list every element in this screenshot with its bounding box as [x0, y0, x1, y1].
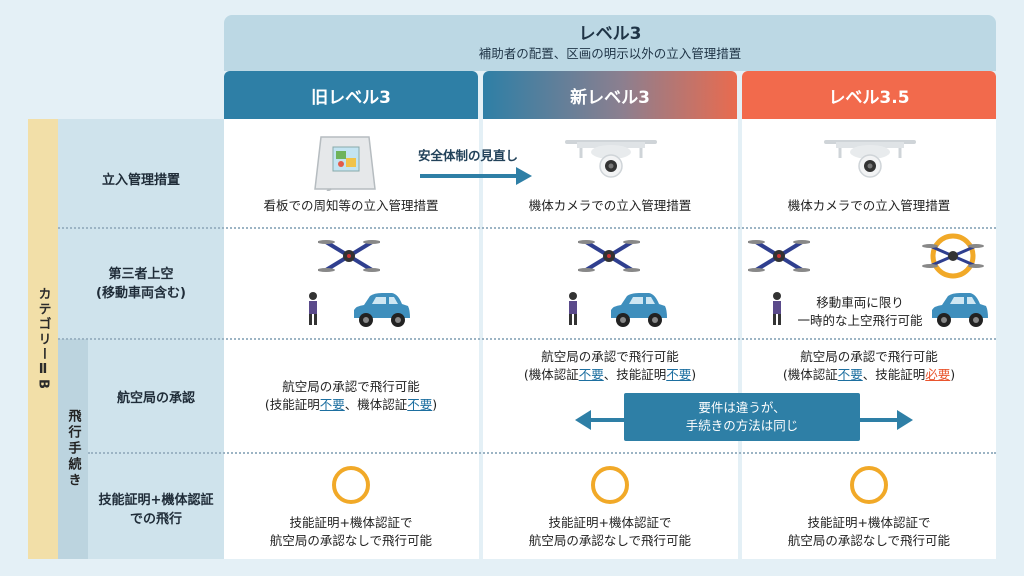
row-divider	[58, 338, 996, 340]
quadcopter-icon	[748, 240, 810, 272]
text-part: )	[950, 367, 956, 382]
text-part: 、機体認証	[344, 397, 408, 412]
cell-old-entry-control: 看板での周知等の立入管理措置	[263, 198, 439, 213]
header-subtitle: 補助者の配置、区画の明示以外の立入管理措置	[478, 46, 742, 61]
text-part: (機体認証	[782, 367, 838, 382]
cell-text-line: 航空局の承認で飛行可能	[541, 349, 679, 364]
text-part: )	[432, 397, 438, 412]
cell-text-line: (機体認証不要、技能証明不要)	[524, 366, 696, 384]
cell-text-line: 航空局の承認で飛行可能	[800, 349, 938, 364]
text-part: (技能証明	[264, 397, 320, 412]
row-label-third-party: 第三者上空 (移動車両含む)	[58, 262, 224, 306]
cell-old-approval: 航空局の承認で飛行可能 (技能証明不要、機体認証不要)	[224, 376, 478, 416]
not-required-text: 不要	[407, 397, 433, 412]
car-icon	[354, 293, 410, 327]
required-text: 必要	[925, 367, 951, 382]
procedure-band: 飛行手続き	[58, 339, 88, 559]
circle-mark-icon	[591, 466, 629, 504]
cell-new-entry-control: 機体カメラでの立入管理措置	[528, 198, 692, 213]
row-label-text: での飛行	[129, 512, 182, 527]
level3-header: レベル3 補助者の配置、区画の明示以外の立入管理措置	[224, 15, 996, 71]
cell-old-certified: 技能証明+機体認証で 航空局の承認なしで飛行可能	[224, 512, 478, 552]
column-old-level3: 旧レベル3	[224, 71, 478, 119]
row-label-text: 航空局の承認	[116, 390, 195, 406]
row-label-background	[58, 119, 224, 339]
text-part: 、技能証明	[603, 367, 667, 382]
text-part: )	[691, 367, 697, 382]
cell-text-line: 航空局の承認なしで飛行可能	[787, 533, 951, 548]
cell-text-line: 一時的な上空飛行可能	[797, 313, 923, 328]
person-icon	[309, 292, 317, 325]
cell-35-approval: 航空局の承認で飛行可能 (機体認証不要、技能証明必要)	[742, 346, 996, 386]
cell-text-line: (機体認証不要、技能証明必要)	[783, 366, 955, 384]
car-icon	[611, 293, 667, 327]
text-part: 、技能証明	[862, 367, 926, 382]
cell-new-certified: 技能証明+機体認証で 航空局の承認なしで飛行可能	[483, 512, 737, 552]
row-label-text: (移動車両含む)	[96, 286, 186, 301]
procedure-label: 飛行手続き	[65, 409, 81, 489]
camera-drone-icon	[824, 140, 916, 178]
cell-text-line: 技能証明+機体認証で	[289, 515, 413, 530]
text-part: (機体認証	[523, 367, 579, 382]
quadcopter-icon	[318, 240, 380, 272]
category-band: カテゴリーⅡB	[28, 119, 58, 559]
note-box: 要件は違うが、 手続きの方法は同じ	[624, 393, 860, 441]
row-label-text: 技能証明+機体認証	[98, 493, 214, 508]
cell-text-line: 航空局の承認で飛行可能	[282, 379, 420, 394]
review-label: 安全体制の見直し	[418, 148, 519, 163]
cell-text-line: 航空局の承認なしで飛行可能	[269, 533, 433, 548]
quadcopter-icon	[578, 240, 640, 272]
car-icon	[932, 293, 988, 327]
row-label-text: 第三者上空	[108, 267, 174, 282]
cell-35-entry-control: 機体カメラでの立入管理措置	[787, 198, 951, 213]
cell-text-line: 航空局の承認なしで飛行可能	[528, 533, 692, 548]
not-required-text: 不要	[578, 367, 604, 382]
row-label-text: 立入管理措置	[101, 172, 180, 188]
cell-text-line: (技能証明不要、機体認証不要)	[265, 396, 437, 414]
column-new-level3: 新レベル3	[483, 71, 737, 119]
not-required-text: 不要	[319, 397, 345, 412]
drone-with-ring-icon	[922, 233, 984, 279]
cell-text-line: 移動車両に限り	[816, 295, 904, 310]
arrow-right-icon	[420, 167, 532, 185]
not-required-text: 不要	[666, 367, 692, 382]
row-label-background-2	[88, 339, 224, 559]
person-icon	[569, 292, 577, 325]
row-divider	[88, 452, 996, 454]
cell-text-line: 技能証明+機体認証で	[548, 515, 672, 530]
note-text: 要件は違うが、	[698, 400, 786, 415]
circle-mark-icon	[850, 466, 888, 504]
signboard-icon	[314, 136, 376, 191]
row-label-certified-flight: 技能証明+機体認証 での飛行	[88, 488, 224, 532]
category-label: カテゴリーⅡB	[35, 287, 51, 391]
person-icon	[773, 292, 781, 325]
cell-new-approval: 航空局の承認で飛行可能 (機体認証不要、技能証明不要)	[483, 346, 737, 386]
cell-35-moving-vehicle: 移動車両に限り 一時的な上空飛行可能	[790, 293, 930, 331]
row-divider	[58, 227, 996, 229]
row-label-approval: 航空局の承認	[88, 378, 224, 418]
camera-drone-icon	[565, 140, 657, 178]
row-label-entry-control: 立入管理措置	[58, 160, 224, 200]
cell-text-line: 技能証明+機体認証で	[807, 515, 931, 530]
circle-mark-icon	[332, 466, 370, 504]
cell-35-certified: 技能証明+機体認証で 航空局の承認なしで飛行可能	[742, 512, 996, 552]
header-title: レベル3	[578, 24, 642, 44]
column-level35: レベル3.5	[742, 71, 996, 119]
not-required-text: 不要	[837, 367, 863, 382]
note-text: 手続きの方法は同じ	[685, 418, 799, 433]
